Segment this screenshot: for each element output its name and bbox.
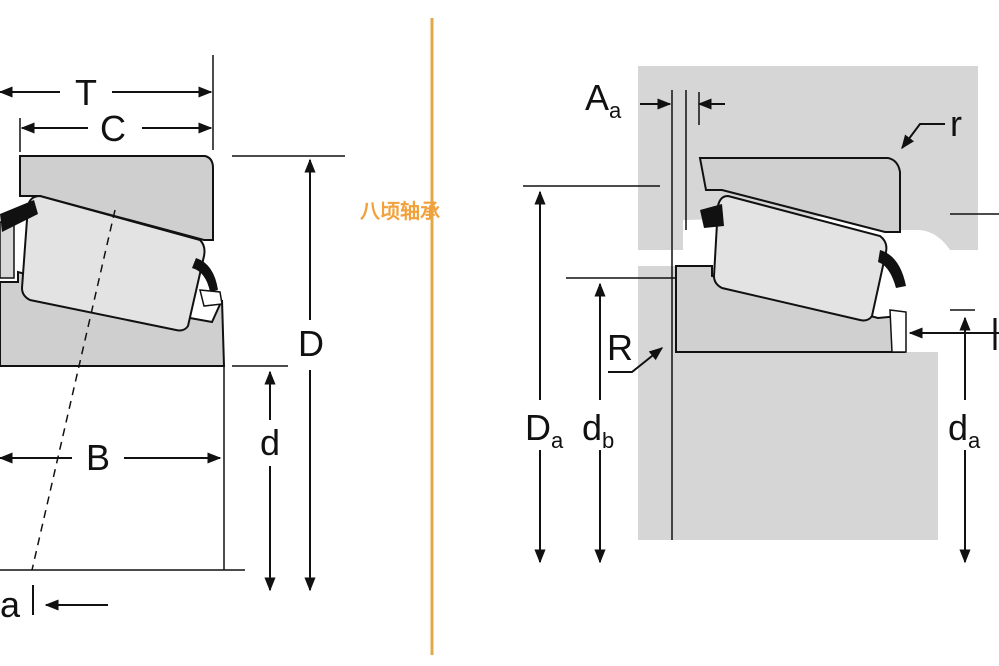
shaft-shoulder: [889, 309, 907, 353]
shaft: [638, 266, 938, 540]
tapered-roller-mounted: [712, 194, 888, 322]
cage-upper-mounted: [700, 204, 724, 228]
left-bearing-section: T C D d B a: [0, 55, 345, 625]
label-r: r: [950, 103, 962, 144]
watermark-text: 八顷轴承: [360, 199, 440, 223]
right-mounting-section: Aa r Da db R da: [523, 66, 999, 564]
outer-ring-mounted: [698, 157, 901, 233]
label-T: T: [75, 72, 97, 113]
pressure-center-line: [31, 209, 116, 571]
label-da: da: [948, 407, 981, 453]
label-d: d: [260, 422, 280, 463]
label-B: B: [86, 437, 110, 478]
R-leader: [608, 347, 664, 373]
label-Aa: Aa: [585, 77, 622, 123]
label-a: a: [0, 584, 21, 625]
cage-upper: [0, 200, 38, 232]
cage-lower-end: [199, 289, 223, 307]
label-D: D: [298, 323, 324, 364]
label-R: R: [607, 327, 633, 368]
cage-lower-mounted: [878, 250, 906, 288]
cage-lower: [192, 258, 218, 292]
r-leader: [901, 123, 945, 150]
label-db: db: [582, 407, 614, 453]
label-C: C: [100, 108, 126, 149]
label-Da: Da: [525, 407, 564, 453]
